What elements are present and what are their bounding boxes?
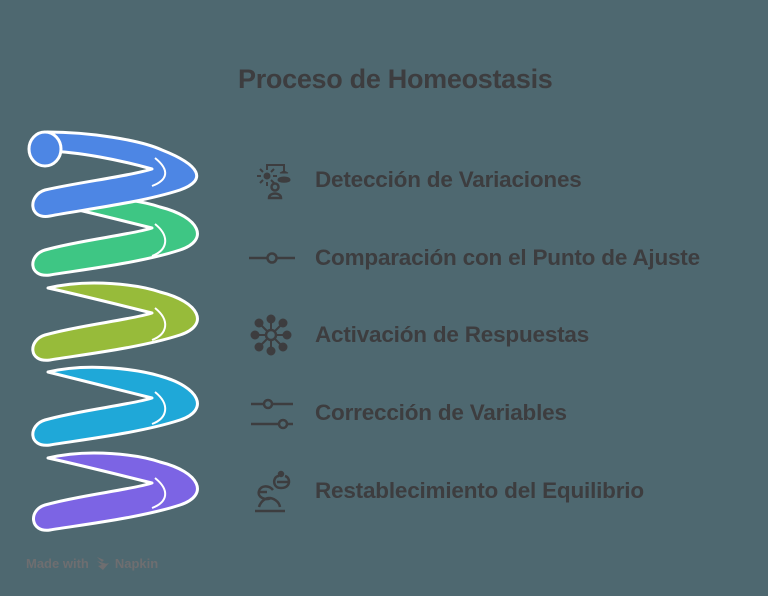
coil-segment-4 <box>31 365 199 447</box>
step-activation: Activación de Respuestas <box>247 313 589 357</box>
diagram-title: Proceso de Homeostasis <box>238 64 553 94</box>
step-correction: Corrección de Variables <box>247 391 567 435</box>
step-label: Corrección de Variables <box>315 400 567 425</box>
step-label: Detección de Variaciones <box>315 167 582 192</box>
step-label: Comparación con el Punto de Ajuste <box>315 245 700 270</box>
made-with-label: Made with <box>26 555 89 571</box>
coil-segment-3 <box>31 281 199 362</box>
napkin-logo-icon <box>95 555 111 571</box>
coil-spiral-graphic <box>27 130 199 532</box>
coil-end-cap <box>27 130 63 168</box>
step-restoration: Restablecimiento del Equilibrio <box>247 469 644 513</box>
step-detection: Detección de Variaciones <box>247 158 582 202</box>
coil-segment-1 <box>31 130 199 218</box>
balance-person-icon <box>247 469 295 513</box>
step-comparison: Comparación con el Punto de Ajuste <box>247 236 700 280</box>
made-with-napkin-footer: Made with Napkin <box>26 555 158 571</box>
slider-single-point-icon <box>247 236 295 280</box>
coil-segment-2 <box>31 196 199 277</box>
network-hub-icon <box>247 313 295 357</box>
sensor-detection-icon <box>247 158 295 202</box>
step-label: Restablecimiento del Equilibrio <box>315 478 644 503</box>
coil-segment-5 <box>32 451 199 532</box>
adjust-sliders-icon <box>247 391 295 435</box>
step-label: Activación de Respuestas <box>315 322 590 347</box>
napkin-brand-label: Napkin <box>114 555 159 571</box>
